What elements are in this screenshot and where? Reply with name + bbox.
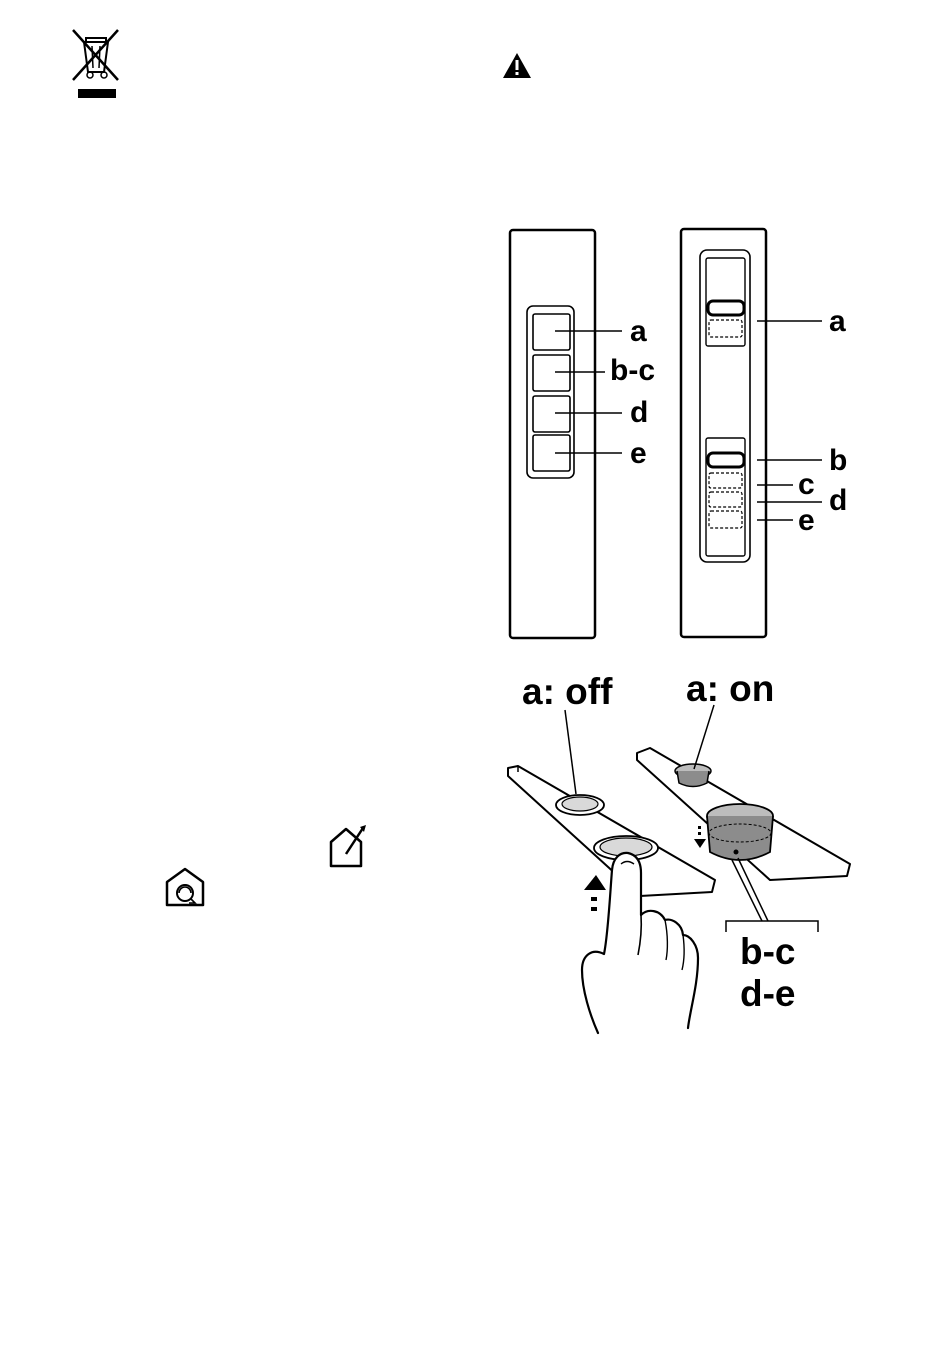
usage-bracket-line1: b-c xyxy=(740,933,796,970)
off-leader xyxy=(565,710,576,794)
on-leader xyxy=(694,705,714,769)
usage-bracket-line2: d-e xyxy=(740,975,796,1012)
usage-off-label: a: off xyxy=(522,673,612,710)
usage-on-label: a: on xyxy=(686,670,774,707)
